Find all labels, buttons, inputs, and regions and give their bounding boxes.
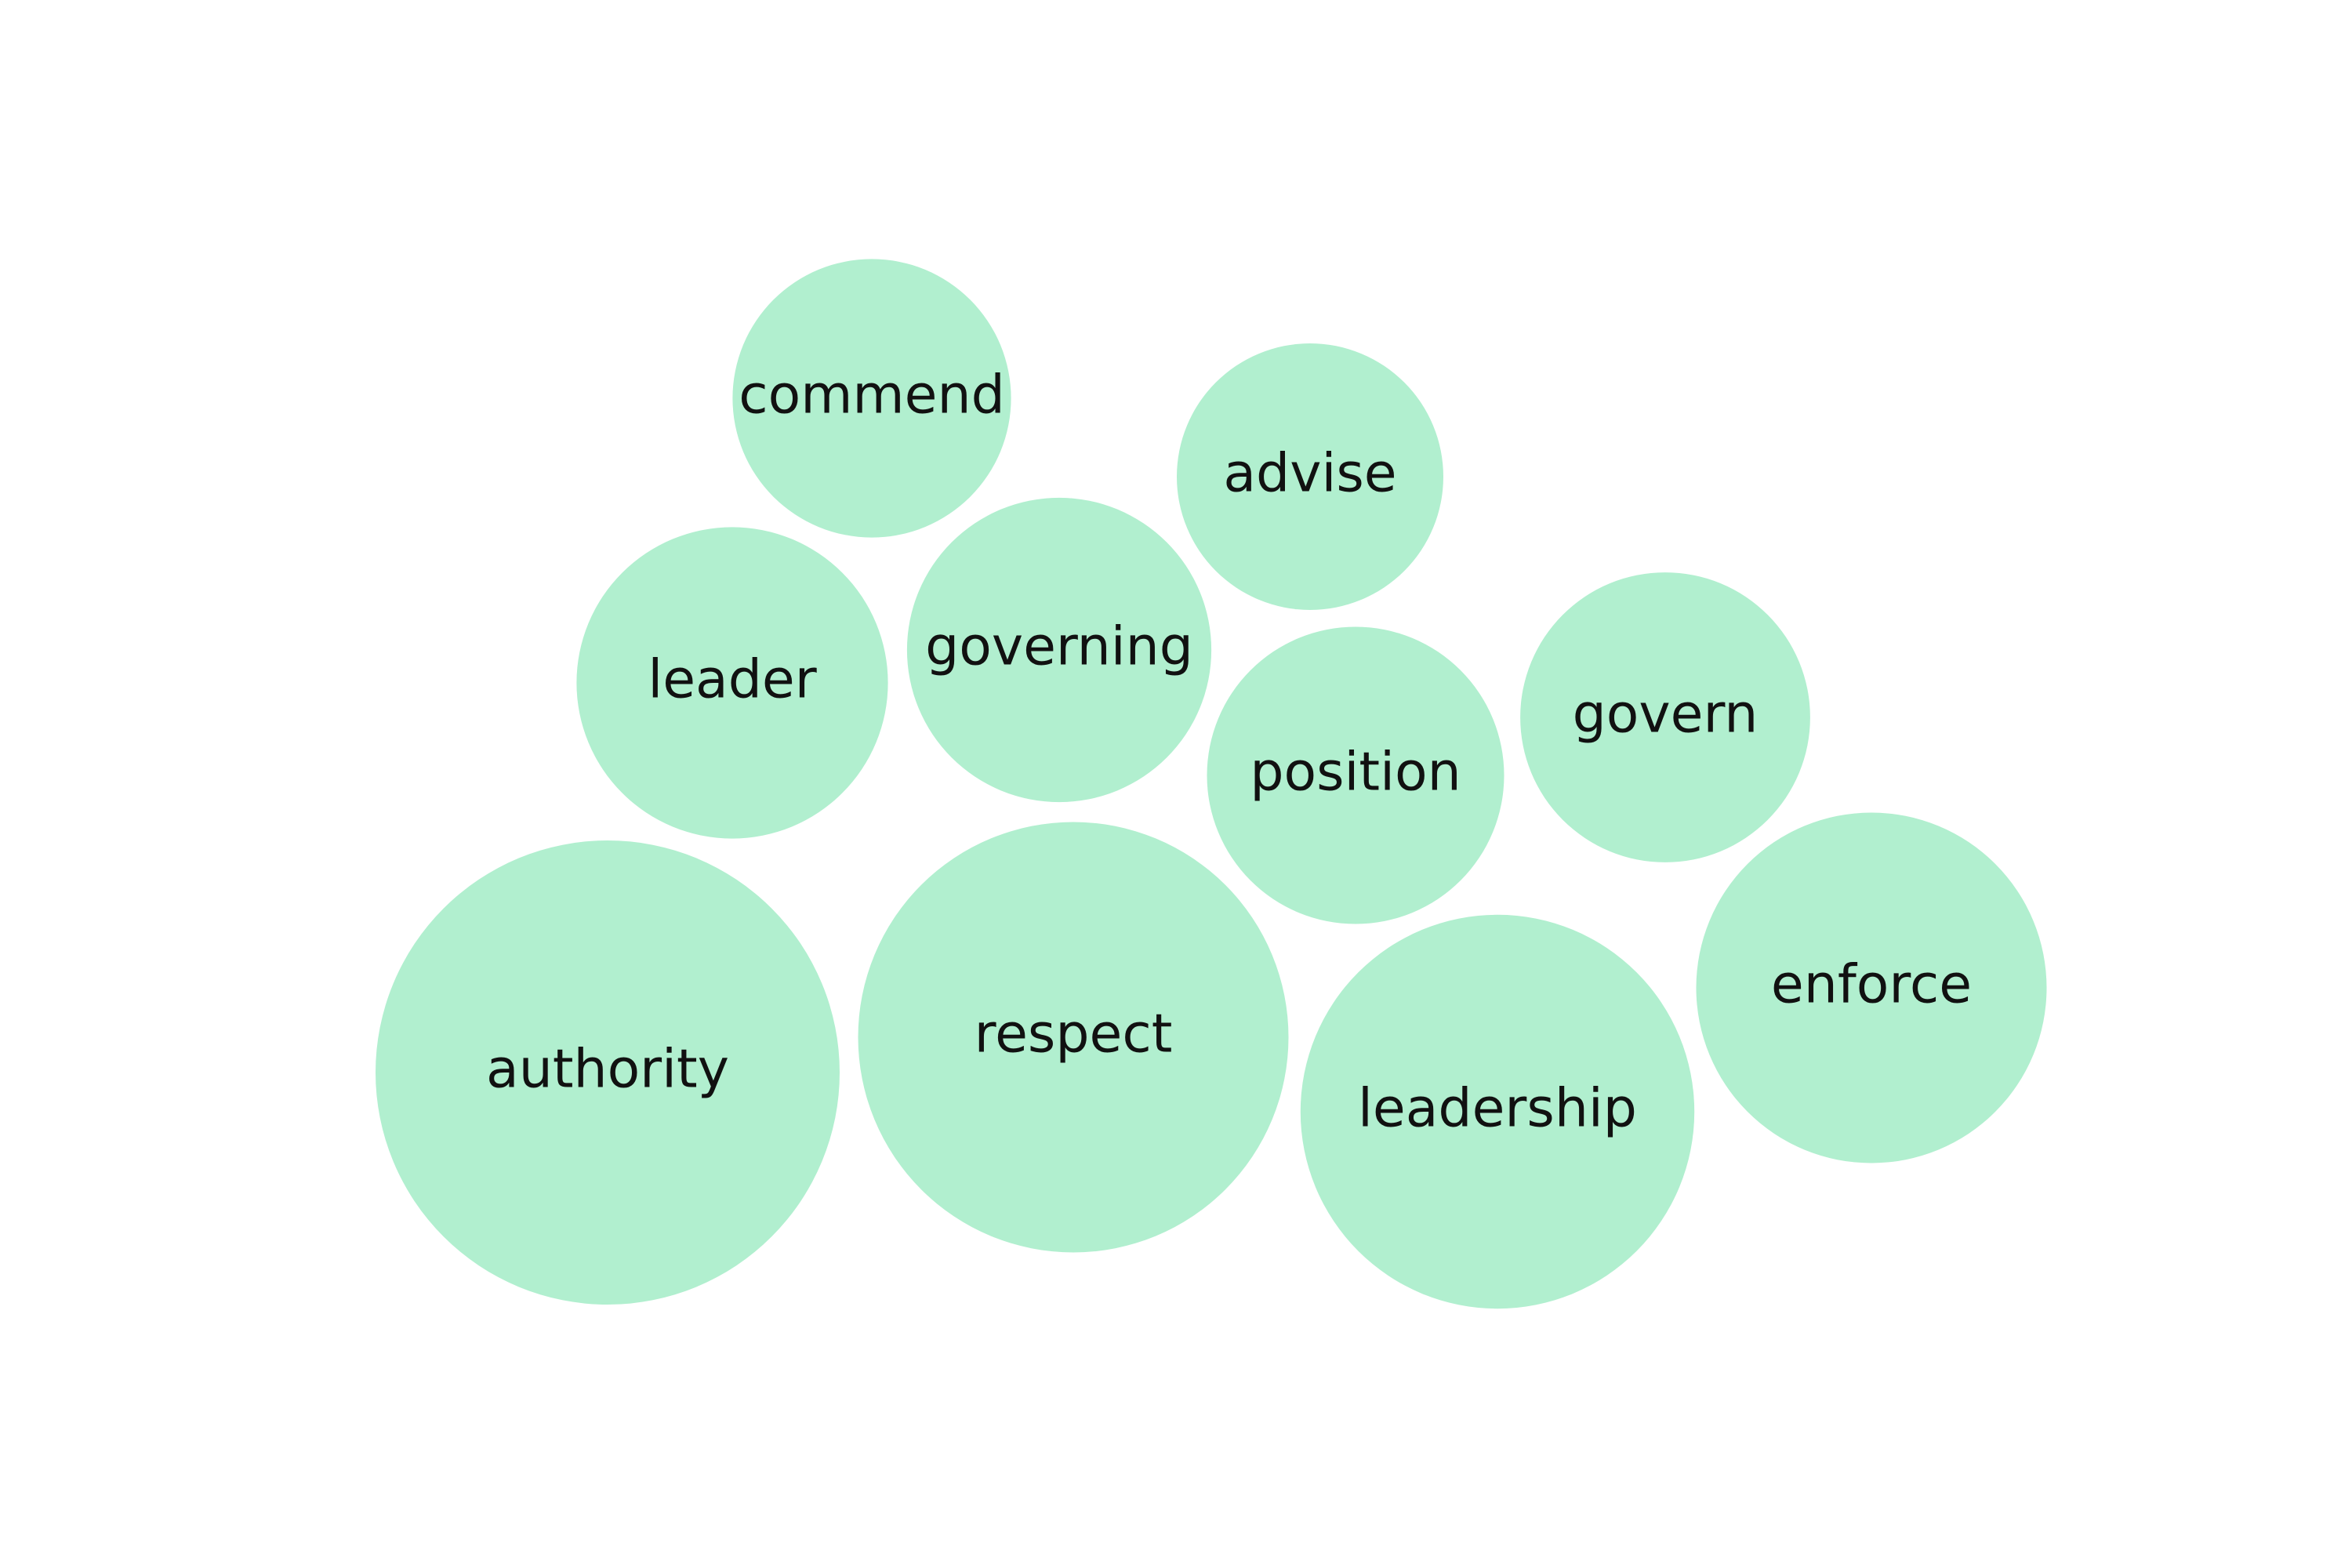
bubble-circle [732,259,1011,538]
bubble-label: authority [486,1039,729,1101]
bubble-governing: governing [906,497,1212,803]
bubble-circle [1300,914,1695,1309]
bubble-circle [1520,572,1810,862]
bubble-layer: authority respect leadership enforce leader g… [376,259,2047,1309]
bubble-circle [906,497,1212,803]
bubble-label: position [1250,742,1461,804]
bubble-leader: leader [576,527,888,839]
bubble-govern: govern [1520,572,1810,862]
bubble-advise: advise [1177,343,1443,610]
bubble-circle [1696,812,2047,1163]
bubble-enforce: enforce [1696,812,2047,1163]
bubble-label: advise [1223,443,1396,505]
bubble-label: respect [975,1004,1173,1065]
bubble-label: governing [925,616,1193,678]
bubble-leadership: leadership [1300,914,1695,1309]
bubble-label: enforce [1771,954,1972,1016]
bubble-commend: commend [732,259,1011,538]
bubble-circle [376,840,840,1305]
bubble-authority: authority [376,840,840,1305]
bubble-position: position [1207,626,1504,924]
bubble-circle [1177,343,1443,610]
bubble-respect: respect [858,822,1289,1253]
bubble-circle [858,822,1289,1253]
bubble-circle [1207,626,1504,924]
bubble-label: leader [648,649,816,711]
bubble-label: commend [739,365,1005,426]
bubble-circle [576,527,888,839]
bubble-label: leadership [1358,1078,1637,1140]
bubble-label: govern [1573,684,1759,746]
